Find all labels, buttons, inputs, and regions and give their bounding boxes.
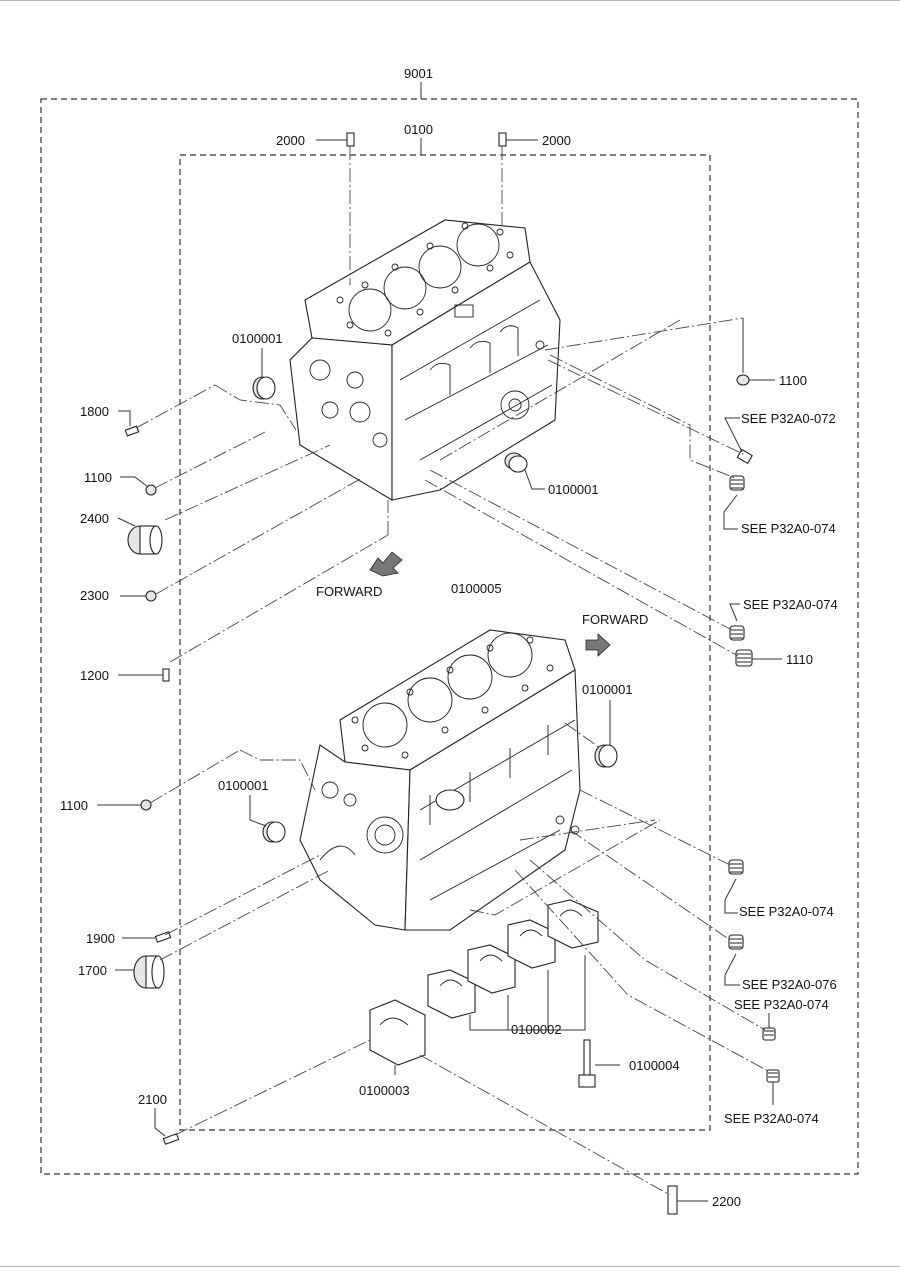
dowel-pin-2000-left [346, 132, 355, 147]
label-2100: 2100 [138, 1092, 167, 1107]
top-frame-rule [0, 0, 900, 1]
label-2300: 2300 [80, 588, 109, 603]
plug-1110 [735, 649, 782, 667]
rear-bearing-cap [369, 999, 426, 1075]
upper-cylinder-block [289, 219, 561, 501]
label-1200: 1200 [80, 668, 109, 683]
label-2400: 2400 [80, 511, 109, 526]
part-labels: 9001 0100 2000 2000 0100001 1800 1100 24… [60, 66, 838, 1209]
label-see-074-b: SEE P32A0-074 [743, 597, 838, 612]
label-2000-right: 2000 [542, 133, 571, 148]
label-1100-upper: 1100 [84, 470, 112, 485]
plug-1100-lower [97, 799, 152, 811]
threaded-plug-074-b [729, 603, 745, 641]
label-forward-upper: FORWARD [316, 584, 382, 599]
label-0100002: 0100002 [511, 1022, 562, 1037]
label-0100003: 0100003 [359, 1083, 410, 1098]
pin-1800 [118, 410, 140, 437]
threaded-plug-074-c [724, 859, 744, 914]
plug-2300 [120, 590, 157, 602]
threaded-plug-074-a [723, 475, 745, 530]
forward-arrow-upper [369, 551, 403, 577]
label-forward-lower: FORWARD [582, 612, 648, 627]
label-see-072: SEE P32A0-072 [741, 411, 836, 426]
label-1110: 1110 [786, 652, 813, 667]
label-see-074-d: SEE P32A0-074 [734, 997, 829, 1012]
label-1800: 1800 [80, 404, 109, 419]
bottom-frame-rule [0, 1266, 900, 1267]
bushing-upper-left [252, 348, 276, 400]
label-9001: 9001 [404, 66, 433, 81]
main-bearing-caps [427, 899, 599, 1031]
label-1900: 1900 [86, 931, 115, 946]
forward-arrow-lower [585, 633, 611, 657]
label-0100001-upper-left: 0100001 [232, 331, 283, 346]
label-1100-lower: 1100 [60, 798, 88, 813]
label-see-074-a: SEE P32A0-074 [741, 521, 836, 536]
pin-1200 [118, 668, 170, 682]
pin-1900 [122, 931, 172, 943]
label-see-074-c: SEE P32A0-074 [739, 904, 834, 919]
assembly-0100-boundary [179, 154, 711, 1131]
label-0100005: 0100005 [451, 581, 502, 596]
threaded-plug-076 [724, 934, 744, 986]
dowel-pin-2000-right [498, 132, 507, 147]
label-1100-right: 1100 [779, 373, 807, 388]
bolt-0100004 [578, 1039, 620, 1088]
label-0100004: 0100004 [629, 1058, 680, 1073]
threaded-plug-074-e [766, 1069, 780, 1105]
pin-2100 [154, 1108, 180, 1145]
plug-1100-right [736, 318, 775, 386]
label-see-074-e: SEE P32A0-074 [724, 1111, 819, 1126]
label-0100001-lower-left: 0100001 [218, 778, 269, 793]
fitting-p32a0-072 [724, 417, 753, 465]
pin-2200 [667, 1185, 708, 1215]
bushing-upper-right [504, 452, 545, 490]
label-0100001-upper-right: 0100001 [548, 482, 599, 497]
cap-1700 [115, 955, 165, 989]
label-see-076: SEE P32A0-076 [742, 977, 837, 992]
threaded-plug-074-d [762, 1013, 776, 1041]
lower-cylinder-block [299, 629, 581, 931]
label-1700: 1700 [78, 963, 107, 978]
plug-1100-upper [120, 476, 157, 496]
cap-2400 [117, 517, 163, 555]
label-0100: 0100 [404, 122, 433, 137]
bushing-lower-left [249, 795, 286, 843]
label-0100001-lower-right: 0100001 [582, 682, 633, 697]
label-2000-left: 2000 [276, 133, 305, 148]
bushing-lower-right [594, 700, 618, 768]
assembly-9001-boundary [40, 98, 859, 1175]
chain-lines [135, 146, 771, 1196]
label-2200: 2200 [712, 1194, 741, 1209]
